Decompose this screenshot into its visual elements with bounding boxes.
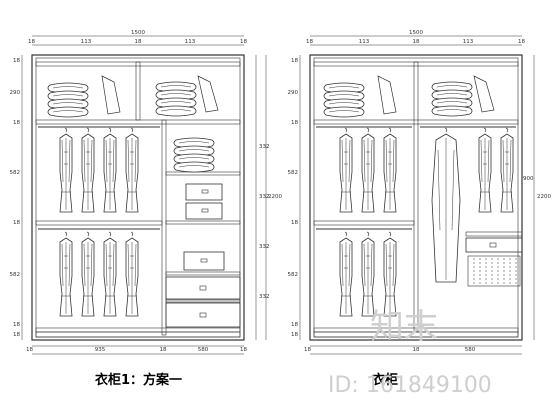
dimr-top-5: 18 — [518, 39, 525, 45]
dimr-left-1: 18 — [291, 58, 298, 64]
dim-top-3: 18 — [135, 39, 142, 45]
dim-left-8: 18 — [13, 332, 20, 338]
dimr-top-2: 113 — [359, 39, 370, 45]
dim-right-4: 332 — [259, 294, 270, 300]
dimr-bottom-1: 18 — [304, 347, 311, 353]
dim-bottom-2: 935 — [95, 347, 106, 353]
dim-left-4: 582 — [10, 170, 21, 176]
dim-right-2: 332 — [259, 194, 270, 200]
dim-right-3: 332 — [259, 244, 270, 250]
dim-top-1: 18 — [28, 39, 35, 45]
dim-bottom-1: 18 — [26, 347, 33, 353]
dim-left-7: 18 — [13, 322, 20, 328]
dim-overall-width-left: 1500 — [131, 30, 145, 36]
dimr-left-7: 18 — [291, 322, 298, 328]
watermark: 知末 ID: 161849100 — [328, 307, 492, 398]
caption-right: 衣柜 — [372, 372, 398, 388]
dim-left-5: 18 — [13, 220, 20, 226]
dimr-top-3: 18 — [413, 39, 420, 45]
dimr-left-8: 18 — [291, 332, 298, 338]
dimr-left-6: 582 — [288, 272, 299, 278]
wardrobe-left — [31, 54, 245, 341]
dimr-top-1: 18 — [306, 39, 313, 45]
dim-bottom-3: 18 — [160, 347, 167, 353]
dim-right-1: 332 — [259, 144, 270, 150]
dim-bottom-5: 18 — [240, 347, 247, 353]
dim-left-3: 18 — [13, 120, 20, 126]
dimr-top-4: 113 — [463, 39, 474, 45]
dimr-right-1: 900 — [523, 176, 534, 182]
dimr-bottom-2: 18 — [413, 347, 420, 353]
dim-top-4: 113 — [185, 39, 196, 45]
dimr-left-4: 582 — [288, 170, 299, 176]
caption-left: 衣柜1：方案一 — [95, 372, 182, 388]
dim-left-1: 18 — [13, 58, 20, 64]
dim-left-2: 290 — [10, 90, 21, 96]
dim-top-5: 18 — [240, 39, 247, 45]
dim-right-total: 2200 — [268, 194, 282, 200]
dimr-right-total: 2200 — [537, 194, 551, 200]
wardrobe-right — [309, 54, 523, 341]
dim-overall-width-right: 1500 — [409, 30, 423, 36]
dim-bottom-4: 580 — [198, 347, 209, 353]
dimr-bottom-3: 580 — [465, 347, 476, 353]
dimr-left-5: 18 — [291, 220, 298, 226]
dimensions-right — [299, 35, 535, 355]
watermark-logo: 知末 — [370, 307, 438, 347]
dim-top-2: 113 — [81, 39, 92, 45]
dimensions-left — [21, 35, 267, 355]
dimr-left-2: 290 — [288, 90, 299, 96]
dimr-left-3: 18 — [291, 120, 298, 126]
dim-left-6: 582 — [10, 272, 21, 278]
watermark-id: ID: 161849100 — [328, 373, 492, 398]
